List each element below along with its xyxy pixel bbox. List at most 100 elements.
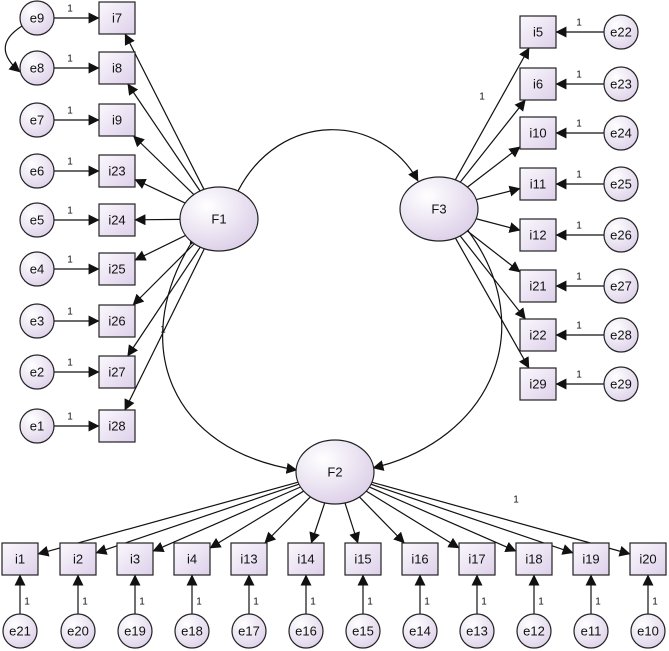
observed-label-i14: i14	[297, 552, 314, 567]
loading-F2-i2	[95, 483, 300, 555]
error-weight-e8: 1	[67, 54, 73, 65]
observed-i28	[98, 409, 136, 443]
fixed-loading-label-F1: 1	[160, 325, 166, 336]
error-weight-e10: 1	[652, 597, 658, 608]
observed-label-i22: i22	[529, 328, 546, 343]
loading-F2-i19	[370, 483, 574, 555]
observed-i18	[515, 542, 553, 576]
error-weight-e20: 1	[82, 597, 88, 608]
error-e29	[603, 366, 639, 402]
loading-F1-i27	[127, 246, 201, 357]
observed-label-i6: i6	[533, 77, 543, 92]
error-weight-e17: 1	[253, 597, 259, 608]
error-label-e2: e2	[30, 365, 44, 380]
error-label-e25: e25	[610, 177, 632, 192]
loading-F3-i6	[459, 99, 526, 183]
error-label-e14: e14	[409, 624, 431, 639]
error-e11	[573, 613, 609, 649]
loading-F2-i3	[152, 486, 301, 553]
error-e5	[19, 202, 55, 238]
observed-i9	[98, 103, 136, 137]
error-e16	[288, 613, 324, 649]
error-e23	[603, 66, 639, 102]
error-label-e29: e29	[610, 377, 632, 392]
error-weight-e7: 1	[67, 106, 73, 117]
error-label-e23: e23	[610, 77, 632, 92]
error-e28	[603, 317, 639, 353]
observed-i29	[519, 367, 557, 401]
error-label-e5: e5	[30, 213, 44, 228]
error-label-e21: e21	[9, 624, 31, 639]
error-weight-e22: 1	[576, 18, 582, 29]
error-label-e8: e8	[30, 61, 44, 76]
observed-label-i11: i11	[530, 177, 546, 192]
observed-i25	[98, 252, 136, 286]
error-label-e9: e9	[30, 11, 44, 26]
error-weight-e27: 1	[576, 272, 582, 283]
error-e18	[174, 613, 210, 649]
error-weight-e3: 1	[67, 307, 73, 318]
error-label-e16: e16	[295, 624, 317, 639]
observed-i22	[519, 318, 557, 352]
error-weight-e23: 1	[576, 70, 582, 81]
observed-label-i1: i1	[15, 552, 25, 567]
error-e12	[516, 613, 552, 649]
error-label-e13: e13	[466, 624, 488, 639]
loading-F1-i26	[132, 243, 195, 306]
error-weight-e12: 1	[538, 597, 544, 608]
error-label-e11: e11	[581, 624, 602, 639]
observed-label-i17: i17	[468, 552, 485, 567]
observed-i5	[519, 15, 557, 49]
observed-i16	[401, 542, 439, 576]
error-label-e24: e24	[610, 126, 632, 141]
observed-label-i20: i20	[639, 552, 656, 567]
observed-i7	[98, 1, 136, 35]
error-weight-e25: 1	[576, 170, 582, 181]
error-label-e22: e22	[610, 25, 632, 40]
labels-layer: i7e91i8e81i9e71i23e61i24e51i25e41i26e31i…	[9, 4, 659, 639]
error-weight-e15: 1	[367, 597, 373, 608]
error-label-e15: e15	[352, 624, 374, 639]
observed-label-i21: i21	[529, 279, 546, 294]
error-e3	[19, 303, 55, 339]
error-e1	[19, 408, 55, 444]
error-e4	[19, 251, 55, 287]
loading-F3-i12	[475, 218, 521, 233]
error-e24	[603, 115, 639, 151]
error-e20	[60, 613, 96, 649]
observed-i19	[572, 542, 610, 576]
loading-F2-i4	[209, 490, 304, 549]
error-e2	[19, 354, 55, 390]
observed-i14	[287, 542, 325, 576]
error-e17	[231, 613, 267, 649]
error-weight-e21: 1	[24, 597, 30, 608]
observed-label-i10: i10	[529, 126, 546, 141]
observed-i21	[519, 269, 557, 303]
error-weight-e24: 1	[576, 119, 582, 130]
error-weight-e18: 1	[196, 597, 202, 608]
error-e25	[603, 166, 639, 202]
loading-F2-i16	[358, 496, 405, 544]
error-weight-e16: 1	[310, 597, 316, 608]
observed-label-i19: i19	[582, 552, 599, 567]
error-label-e7: e7	[30, 113, 44, 128]
observed-label-i16: i16	[411, 552, 428, 567]
observed-label-i28: i28	[108, 419, 125, 434]
latent-F1	[179, 186, 259, 252]
error-label-e17: e17	[238, 624, 260, 639]
error-weight-e9: 1	[67, 4, 73, 15]
error-e8	[19, 50, 55, 86]
observed-i26	[98, 304, 136, 338]
observed-label-i18: i18	[525, 552, 542, 567]
error-weight-e14: 1	[424, 597, 430, 608]
error-e9	[19, 0, 55, 36]
error-label-e20: e20	[67, 624, 89, 639]
loading-F1-i25	[134, 234, 186, 261]
observed-i3	[116, 542, 154, 576]
error-e6	[19, 153, 55, 189]
error-e13	[459, 613, 495, 649]
observed-i20	[629, 542, 667, 576]
error-label-e3: e3	[30, 314, 44, 329]
error-label-e26: e26	[610, 228, 632, 243]
